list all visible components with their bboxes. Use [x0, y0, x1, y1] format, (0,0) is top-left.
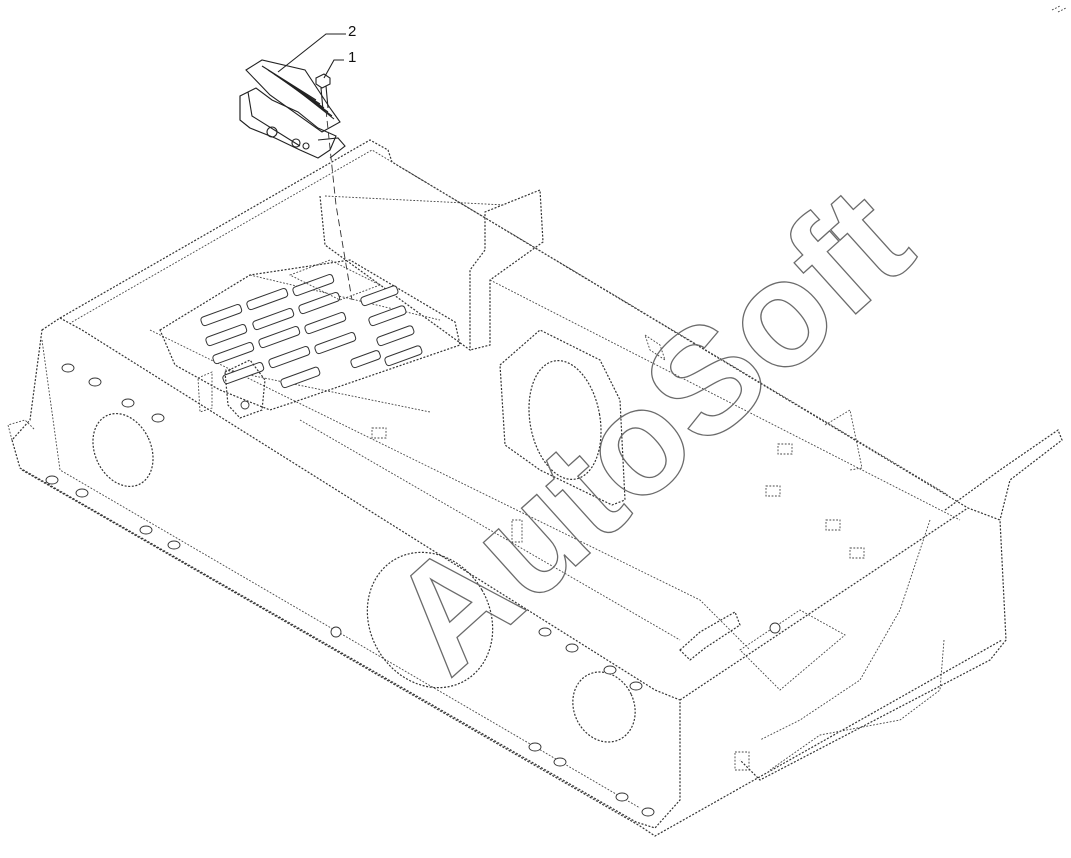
panel-openings: [92, 359, 636, 743]
callout-label-2: 2: [348, 23, 356, 40]
callout-leaders: [277, 33, 346, 79]
callout-label-1: 1: [348, 49, 356, 66]
bolt: [315, 73, 331, 111]
chassis-frame: [7, 139, 1063, 837]
pedal-grip-ribs: [261, 65, 335, 120]
rollers: [200, 273, 423, 389]
assembly-leader-line: [325, 109, 353, 301]
roller-platform: [159, 259, 461, 419]
pedal-assembly: [239, 59, 346, 159]
watermark-logo: AutoSoft: [358, 155, 941, 703]
panel-studs: [45, 363, 781, 817]
floor-clips: [371, 333, 865, 771]
corner-mark: [1051, 5, 1067, 13]
